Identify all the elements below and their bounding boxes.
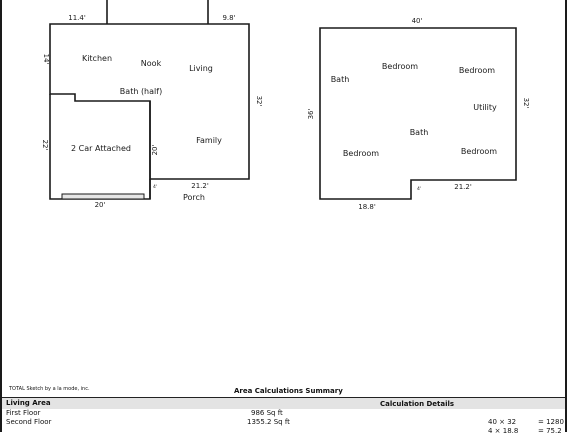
summary-row-area: 986 Sq ft (251, 409, 283, 417)
summary-row-area: 1355.2 Sq ft (247, 418, 290, 426)
room-family: Family (196, 136, 222, 145)
summary-title: Area Calculations Summary (234, 387, 343, 395)
dim-bottom-left: 18.8' (358, 203, 376, 211)
dim-bottom-right: 21.2' (454, 183, 472, 191)
summary-row-result: = 1280 (538, 418, 564, 426)
software-credit: TOTAL Sketch by a la mode, inc. (9, 386, 90, 392)
summary-row-result: = 75.2 (538, 427, 562, 435)
dim-left-garage: 22' (41, 140, 49, 151)
second-floor-labels: 40' 36' 32' 18.8' 21.2' 4' Bath Bedroom … (307, 17, 530, 211)
room-nook: Nook (141, 59, 162, 68)
dim-top: 40' (412, 17, 423, 25)
dim-top-right: 9.8' (222, 14, 235, 22)
room-garage: 2 Car Attached (71, 144, 131, 153)
living-area-label: Living Area (6, 399, 51, 407)
first-floor-outline (49, 0, 250, 200)
dim-left: 36' (307, 109, 315, 120)
summary-row-name: First Floor (6, 409, 41, 417)
summary-header (2, 397, 565, 409)
dim-step: 4' (417, 186, 421, 192)
dim-left-small: 14' (42, 54, 50, 65)
calc-details-label: Calculation Details (380, 400, 455, 408)
room-porch: Porch (183, 193, 205, 202)
room-bedroom-4: Bedroom (461, 147, 497, 156)
dim-bottom-right: 21.2' (191, 182, 209, 190)
dim-right: 32' (522, 98, 530, 109)
first-floor-labels: 11.4' 9.8' 14' 22' 32' 20' 20' 21.2' 4' … (41, 14, 263, 209)
summary-row-name: Second Floor (6, 418, 52, 426)
summary-row-calc: 4 × 18.8 (488, 427, 519, 435)
room-utility: Utility (473, 103, 497, 112)
dim-bottom-garage: 20' (95, 201, 106, 209)
dim-garage-inner: 20' (151, 145, 159, 156)
room-living: Living (189, 64, 213, 73)
room-bath-1: Bath (331, 75, 350, 84)
dim-top-left: 11.4' (68, 14, 86, 22)
room-bath-half: Bath (half) (120, 87, 162, 96)
second-floor-main-outline (319, 27, 517, 200)
room-bedroom-1: Bedroom (382, 62, 418, 71)
garage-door-icon (61, 193, 145, 200)
summary-row-calc: 40 × 32 (488, 418, 517, 426)
dim-porch-small: 4' (153, 184, 157, 190)
room-bedroom-3: Bedroom (343, 149, 379, 158)
second-floor-outline (319, 27, 517, 200)
room-bedroom-2: Bedroom (459, 66, 495, 75)
room-bath-2: Bath (410, 128, 429, 137)
dim-right: 32' (255, 96, 263, 107)
room-kitchen: Kitchen (82, 54, 112, 63)
page-frame (0, 0, 567, 432)
